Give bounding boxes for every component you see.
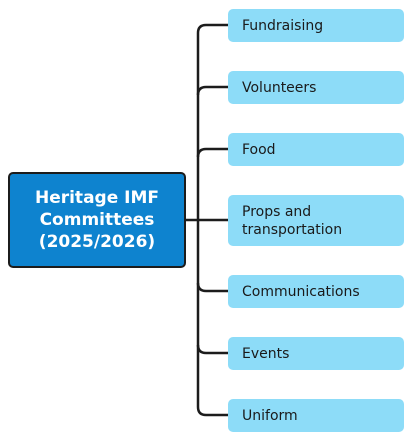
branch-connector-communications <box>196 282 228 293</box>
child-node-communications: Communications <box>228 275 404 308</box>
child-label: Volunteers <box>242 79 317 96</box>
child-label: Food <box>242 141 276 158</box>
branch-connector-food <box>196 147 228 158</box>
root-node: Heritage IMF Committees (2025/2026) <box>8 172 186 268</box>
branch-connector-volunteers <box>196 85 228 96</box>
child-node-events: Events <box>228 337 404 370</box>
child-node-food: Food <box>228 133 404 166</box>
spine-connector <box>196 23 207 417</box>
child-node-uniform: Uniform <box>228 399 404 432</box>
root-title-line-2: Committees <box>39 210 155 230</box>
child-label: Events <box>242 345 290 362</box>
child-label: Communications <box>242 283 360 300</box>
child-node-volunteers: Volunteers <box>228 71 404 104</box>
child-label: Props and transportation <box>242 203 343 238</box>
child-node-fundraising: Fundraising <box>228 9 404 42</box>
child-label: Fundraising <box>242 17 324 34</box>
root-title-line-3: (2025/2026) <box>38 232 156 252</box>
child-node-props-and-transportation: Props and transportation <box>228 195 404 246</box>
branch-connector-events <box>196 344 228 355</box>
child-label: Uniform <box>242 407 298 424</box>
root-title-line-1: Heritage IMF <box>34 188 160 208</box>
